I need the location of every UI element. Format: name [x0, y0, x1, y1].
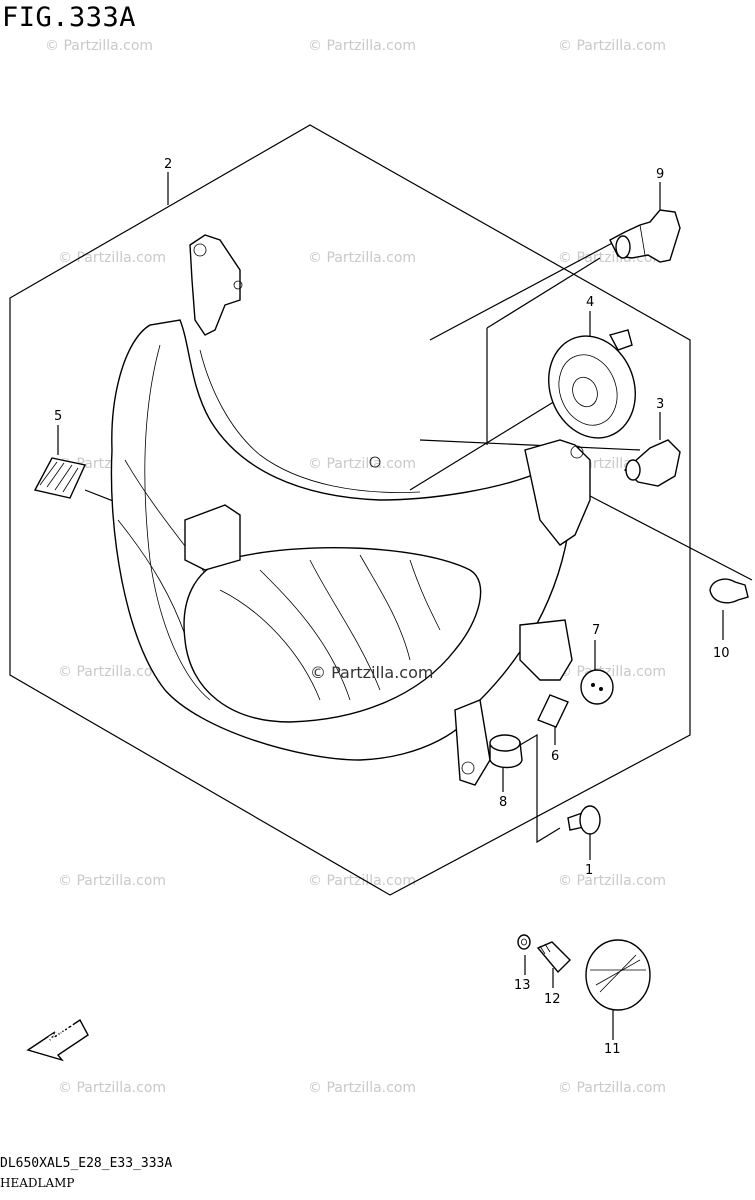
callout-12: 12: [544, 992, 561, 1007]
watermark: © Partzilla.com: [558, 873, 666, 889]
part-pad: [537, 694, 569, 728]
callout-3: 3: [656, 397, 664, 412]
part-position-socket: [623, 439, 681, 487]
leader-lines: [57, 172, 753, 1040]
headlamp-exploded-diagram: © Partzilla.com © Partzilla.com © Partzi…: [9, 38, 753, 1096]
watermark: © Partzilla.com: [308, 873, 416, 889]
callout-13: 13: [514, 978, 531, 993]
watermark: © Partzilla.com: [308, 250, 416, 266]
callout-2: 2: [164, 157, 172, 172]
watermark: © Partzilla.com: [58, 250, 166, 266]
callout-9: 9: [656, 167, 664, 182]
assembly-outline: [9, 124, 691, 896]
callout-6: 6: [551, 749, 559, 764]
part-cushion: [580, 669, 614, 705]
watermark: © Partzilla.com: [558, 38, 666, 54]
watermark: © Partzilla.com: [58, 873, 166, 889]
part-small-bulb: [709, 578, 749, 604]
part-socket-ring: [548, 329, 636, 439]
part-washer: [517, 934, 531, 950]
watermark: © Partzilla.com: [558, 1080, 666, 1096]
part-round-reflector: [585, 939, 651, 1011]
callout-5: 5: [54, 409, 62, 424]
callout-8: 8: [499, 795, 507, 810]
headlamp-housing: [110, 234, 591, 786]
watermark: © Partzilla.com: [58, 1080, 166, 1096]
callout-11: 11: [604, 1042, 621, 1057]
part-screw: [567, 805, 601, 835]
watermark: © Partzilla.com: [308, 456, 416, 472]
fwd-arrow: FWD: [26, 1018, 89, 1062]
watermark: © Partzilla.com: [308, 1080, 416, 1096]
watermark: © Partzilla.com: [45, 38, 153, 54]
part-side-reflector: [33, 457, 86, 499]
figure-code: DL650XAL5_E28_E33_333A: [0, 1156, 173, 1171]
subassembly-outline: [486, 257, 601, 445]
watermark: © Partzilla.com: [308, 38, 416, 54]
part-headlamp-bulb: [609, 209, 681, 263]
figure-title: FIG.333A: [2, 2, 137, 33]
callout-7: 7: [592, 623, 600, 638]
part-grommet: [489, 734, 523, 769]
watermark-center: © Partzilla.com: [310, 663, 433, 682]
part-spacer: [536, 941, 571, 974]
figure-name: HEADLAMP: [0, 1176, 75, 1190]
watermark: © Partzilla.com: [558, 664, 666, 680]
callout-labels: 1 2 3 4 5 6 7 8 9 10 11 12 13: [54, 157, 730, 1057]
callout-10: 10: [713, 646, 730, 661]
callout-1: 1: [585, 863, 593, 878]
watermark: © Partzilla.com: [58, 664, 166, 680]
callout-4: 4: [586, 295, 594, 310]
